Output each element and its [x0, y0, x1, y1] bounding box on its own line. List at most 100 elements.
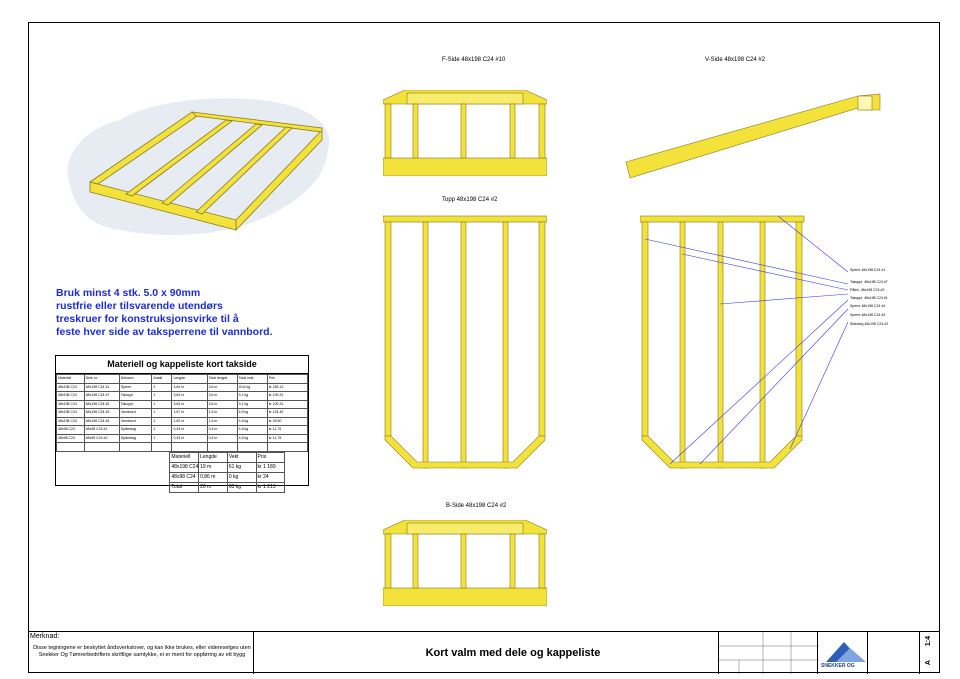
- summary-header: Lengde: [198, 451, 228, 463]
- table-cell: Vannbord: [118, 416, 153, 426]
- f-side-elevation: [383, 90, 547, 176]
- v-side-beam: [625, 93, 881, 179]
- topp-callout-view: [640, 215, 849, 469]
- summary-row: 48x98 C24 0,86 m 0 kg kr 24: [169, 471, 286, 483]
- table-cell: 1,57 m: [171, 408, 208, 418]
- b-side-bottom-plate: [383, 587, 547, 606]
- table-cell: 0,43 m: [171, 425, 208, 435]
- b-side-label: B-Side 48x198 C24 #2: [446, 503, 507, 509]
- table-cell: Takoppl.: [118, 399, 153, 409]
- table-cell: 1: [151, 416, 173, 426]
- table-cell: Spikeslag: [118, 433, 153, 443]
- note-line-1: Bruk minst 4 stk. 5.0 x 90mm: [56, 287, 201, 299]
- table-cell: 6,9 kg: [236, 408, 268, 418]
- table-cell: 3,6 m: [206, 382, 238, 392]
- table-header-row: Materiell Dele nr. Delnavn Antall Lengde…: [56, 374, 309, 384]
- table-cell: Spikeslag: [118, 425, 153, 435]
- callout-label-4: Takoppl. 48x198 C24 #1: [850, 296, 888, 300]
- table-header: Pris: [266, 374, 309, 384]
- table-cell: 9,1 kg: [236, 399, 268, 409]
- material-table: Materiell og kappeliste kort takside Mat…: [55, 355, 309, 493]
- metadata-grid-lines: [719, 632, 819, 674]
- table-cell: kr 11,75: [266, 433, 309, 443]
- b-side-elevation: [383, 520, 547, 606]
- revision-text: A: [925, 660, 932, 666]
- note-line-2: rustfrie eller tilsvarende utendørs: [56, 300, 223, 312]
- table-cell: kr 189,13: [266, 382, 309, 392]
- merknad-cell: Merknad: Disse tegningene er beskyttet å…: [28, 632, 254, 674]
- table-row: 48x198 C24 48x198 C24 #4 Vannbord 1 1,62…: [56, 416, 309, 426]
- material-table-title: Materiell og kappeliste kort takside: [56, 356, 308, 374]
- table-cell: 48x198 C24 #4: [83, 416, 120, 426]
- table-header: Lengde: [171, 374, 208, 384]
- summary-cell: 63 kg: [226, 481, 257, 493]
- table-cell: kr 11,75: [266, 425, 309, 435]
- table-cell: 1,62 m: [171, 416, 208, 426]
- table-row: 48x198 C24 48x198 C24 #1 Sperre 3 3,64 m…: [56, 382, 309, 392]
- summary-row: Total 20 m 63 kg kr 1 213: [169, 481, 286, 493]
- frame-rafter-3: [195, 126, 293, 215]
- summary-cell: Total: [169, 481, 200, 493]
- table-row-empty: [56, 442, 309, 452]
- metadata-grid: [718, 632, 819, 674]
- table-cell: 48x198 C24: [56, 399, 85, 409]
- table-cell: 48x198 C24: [56, 391, 85, 401]
- v-side-elevation: [625, 93, 881, 179]
- table-cell: 48x198 C24: [56, 408, 85, 418]
- callout-label-5: Sperre 48x198 C24 #4: [850, 304, 886, 308]
- summary-table: Materiell Lengde Vekt Pris 48x198 C24 19…: [169, 451, 286, 493]
- table-cell: 3,64 m: [171, 391, 208, 401]
- frame-rafter-2: [161, 123, 263, 206]
- callout-label-6: Sperre 48x198 C24 #3: [850, 313, 886, 317]
- callout-label-1: Sperre 48x198 C24 #1: [850, 268, 886, 272]
- v-side-label: V-Side 48x198 C24 #2: [705, 57, 766, 63]
- frame-3d-render: [67, 98, 330, 236]
- callout-label-2: Takoppl. 48x198 C24 #7: [850, 280, 888, 284]
- table-row: 48x198 C24 48x198 C24 #2 Takoppl. 1 3,64…: [56, 399, 309, 409]
- table-cell: 3,6 m: [206, 399, 238, 409]
- summary-cell: kr 24: [255, 471, 286, 483]
- table-cell: 4,6 kg: [236, 433, 268, 443]
- table-cell: kr 39,50: [266, 416, 309, 426]
- summary-cell: kr 1 213: [255, 481, 286, 493]
- table-row: 48x98 C24 48x98 C24 #1 Spikeslag 1 0,43 …: [56, 425, 309, 435]
- summary-cell: 19 m: [198, 461, 228, 473]
- table-cell: 48x198 C24 #3: [83, 408, 120, 418]
- frame-back-beam: [190, 111, 323, 133]
- table-cell: 3,64 m: [171, 382, 208, 392]
- table-header: Materiell: [56, 374, 85, 384]
- table-header: Total vekt: [236, 374, 268, 384]
- summary-cell: 0 kg: [226, 471, 257, 483]
- table-cell: 1,6 m: [206, 408, 238, 418]
- summary-header-row: Materiell Lengde Vekt Pris: [169, 451, 286, 463]
- drawing-title: Kort valm med dele og kappeliste: [425, 647, 601, 659]
- note-line-3: treskruer for konstruksjonsvirke til å: [56, 313, 239, 325]
- table-cell: 4,6 kg: [236, 425, 268, 435]
- table-row: 48x98 C24 48x98 C24 #2 Spikeslag 1 0,43 …: [56, 433, 309, 443]
- topp-label: Topp 48x198 C24 #2: [442, 197, 498, 203]
- table-cell: 0,43 m: [171, 433, 208, 443]
- callout-label-7: Sideweg 48x198 C24 #2: [850, 322, 889, 326]
- table-header: Dele nr.: [83, 374, 120, 384]
- table-cell: Takoppl.: [118, 391, 153, 401]
- table-cell: 1: [151, 433, 173, 443]
- table-cell: 0,4 m: [206, 425, 238, 435]
- note-line-4: feste hver side av taksperrene til vannb…: [56, 326, 273, 338]
- f-side-bottom-plate: [383, 157, 547, 176]
- summary-cell: 61 kg: [226, 461, 257, 473]
- table-cell: Sperre: [118, 382, 153, 392]
- summary-cell: kr 1 189: [255, 461, 286, 473]
- table-cell: 48x98 C24: [56, 433, 85, 443]
- company-logo-icon: [826, 642, 866, 662]
- table-cell: Vannbord: [118, 408, 153, 418]
- table-cell: 3,6 m: [206, 391, 238, 401]
- table-cell: 3,64 m: [171, 399, 208, 409]
- table-cell: 1: [151, 391, 173, 401]
- material-table-grid: Materiell Dele nr. Delnavn Antall Lengde…: [56, 374, 309, 452]
- table-cell: kr 124,49: [266, 408, 309, 418]
- table-cell: 3: [151, 382, 173, 392]
- callout-label-3: Pålek. 48x198 C24 #2: [850, 288, 885, 292]
- table-cell: 48x198 C24: [56, 382, 85, 392]
- table-cell: 20,6 kg: [236, 382, 268, 392]
- table-cell: 1,6 m: [206, 416, 238, 426]
